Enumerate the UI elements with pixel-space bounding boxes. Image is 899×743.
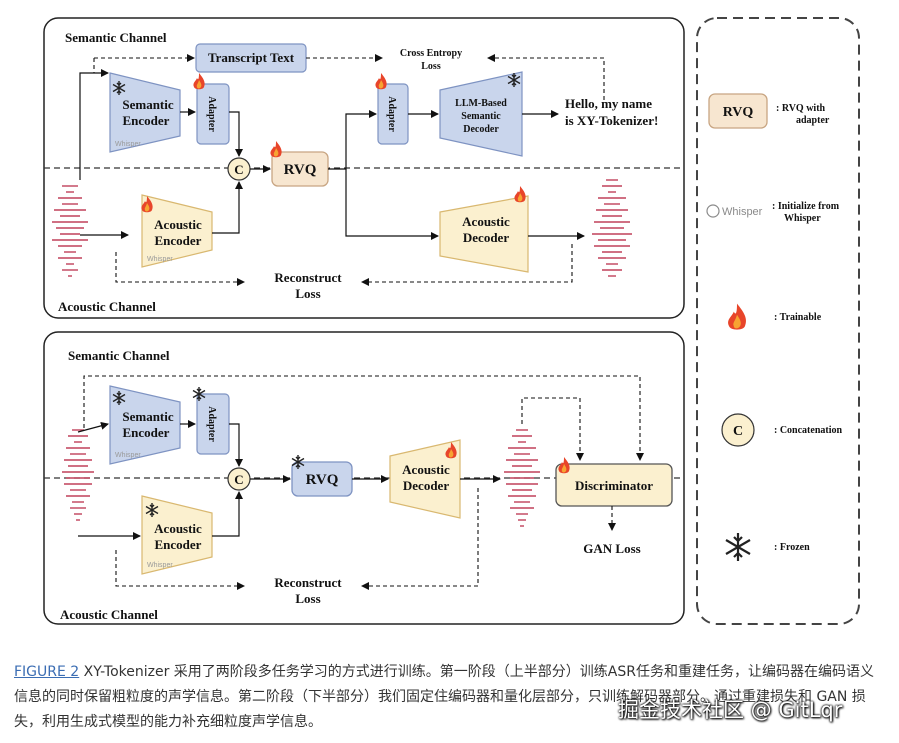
snowflake-icon bbox=[725, 533, 751, 561]
semantic-encoder-label: Semantic bbox=[122, 97, 174, 112]
semantic-encoder bbox=[109, 385, 181, 465]
legend-whisper-desc: : Initialize from bbox=[772, 201, 840, 212]
reconstruct-loss-label-2: Loss bbox=[295, 286, 320, 301]
bottom-semantic-channel-label: Semantic Channel bbox=[68, 348, 170, 363]
figure-caption: FIGURE 2 XY-Tokenizer 采用了两阶段多任务学习的方式进行训练… bbox=[14, 660, 882, 735]
rvq-label: RVQ bbox=[284, 162, 317, 178]
whisper-logo-icon: Whisper bbox=[115, 141, 141, 148]
legend-rvq-box bbox=[708, 93, 768, 129]
transcript-text-label: Transcript Text bbox=[208, 50, 295, 65]
acoustic-decoder bbox=[439, 195, 529, 273]
whisper-logo-icon: Whisper bbox=[115, 452, 141, 459]
caption-text: XY-Tokenizer 采用了两阶段多任务学习的方式进行训练。第一阶段（上半部… bbox=[14, 664, 874, 730]
legend-panel: RVQ : RVQ with adapter Whisper : Initial… bbox=[696, 17, 860, 625]
acoustic-encoder-label-2: Encoder bbox=[155, 537, 202, 552]
rvq-label: RVQ bbox=[306, 472, 339, 488]
acoustic-decoder-label: Acoustic bbox=[462, 214, 510, 229]
acoustic-encoder-label-2: Encoder bbox=[155, 233, 202, 248]
bottom-acoustic-channel-label: Acoustic Channel bbox=[60, 607, 158, 622]
llm-decoder-label: LLM-Based bbox=[455, 98, 507, 109]
xy-tokenizer-diagram: Semantic Channel Acoustic Channel bbox=[43, 17, 860, 625]
gan-loss-label: GAN Loss bbox=[583, 541, 640, 556]
adapter-box bbox=[196, 83, 230, 145]
legend-concat-label: C bbox=[733, 424, 743, 439]
legend-frozen-desc: : Frozen bbox=[774, 542, 810, 553]
adapter-label: Adapter bbox=[206, 96, 217, 132]
waveform-icon bbox=[62, 429, 94, 521]
semantic-encoder-label-2: Encoder bbox=[123, 113, 170, 128]
acoustic-encoder-label: Acoustic bbox=[154, 521, 202, 536]
waveform-icon bbox=[592, 179, 632, 277]
figure-label-link[interactable]: FIGURE 2 bbox=[14, 664, 80, 680]
legend-concat-desc: : Concatenation bbox=[774, 425, 842, 436]
watermark: 掘金技术社区 @ GitLqr bbox=[618, 698, 843, 722]
reconstruct-loss-label: Reconstruct bbox=[274, 270, 342, 285]
acoustic-encoder bbox=[141, 495, 213, 575]
flame-icon bbox=[728, 303, 747, 330]
legend-whisper-logo-text: Whisper bbox=[722, 206, 763, 218]
legend-rvq-desc-2: adapter bbox=[796, 115, 830, 126]
legend-trainable-desc: : Trainable bbox=[774, 312, 822, 323]
top-panel: Semantic Channel Acoustic Channel bbox=[43, 17, 685, 319]
whisper-logo-icon: Whisper bbox=[147, 256, 173, 263]
llm-decoder-label-2: Semantic bbox=[461, 111, 501, 122]
top-semantic-channel-label: Semantic Channel bbox=[65, 30, 167, 45]
legend-concat-circle bbox=[721, 413, 755, 447]
acoustic-decoder-label-2: Decoder bbox=[403, 478, 449, 493]
acoustic-decoder bbox=[389, 439, 461, 519]
top-acoustic-channel-label: Acoustic Channel bbox=[58, 299, 156, 314]
acoustic-encoder bbox=[141, 194, 213, 268]
legend-whisper-desc-2: Whisper bbox=[784, 213, 821, 224]
acoustic-decoder-label: Acoustic bbox=[402, 462, 450, 477]
whisper-logo-icon: Whisper bbox=[147, 562, 173, 569]
semantic-encoder bbox=[109, 72, 181, 153]
llm-decoder-label-3: Decoder bbox=[463, 124, 499, 135]
semantic-encoder-label-2: Encoder bbox=[123, 425, 170, 440]
reconstruct-loss-label-2: Loss bbox=[295, 591, 320, 606]
discriminator-box bbox=[555, 463, 673, 507]
acoustic-decoder-label-2: Decoder bbox=[463, 230, 509, 245]
output-text-2: is XY-Tokenizer! bbox=[565, 113, 658, 128]
cross-entropy-loss-label: Loss bbox=[421, 61, 441, 72]
legend-rvq-label: RVQ bbox=[723, 105, 754, 120]
waveform-icon bbox=[52, 185, 88, 277]
concat-label: C bbox=[234, 472, 243, 487]
acoustic-encoder-label: Acoustic bbox=[154, 217, 202, 232]
adapter-right-label: Adapter bbox=[386, 96, 397, 132]
concat-label: C bbox=[234, 162, 243, 177]
semantic-encoder-label: Semantic bbox=[122, 409, 174, 424]
legend-rvq-desc: : RVQ with bbox=[776, 103, 826, 114]
waveform-icon bbox=[504, 429, 540, 527]
cross-entropy-label: Cross Entropy bbox=[400, 48, 462, 59]
reconstruct-loss-label: Reconstruct bbox=[274, 575, 342, 590]
whisper-logo-icon: Whisper bbox=[706, 204, 763, 218]
discriminator-label: Discriminator bbox=[575, 478, 653, 493]
llm-semantic-decoder bbox=[439, 71, 523, 157]
adapter-label: Adapter bbox=[206, 406, 217, 442]
output-text: Hello, my name bbox=[565, 96, 652, 111]
bottom-panel: Semantic Channel Acoustic Channel bbox=[43, 331, 685, 625]
